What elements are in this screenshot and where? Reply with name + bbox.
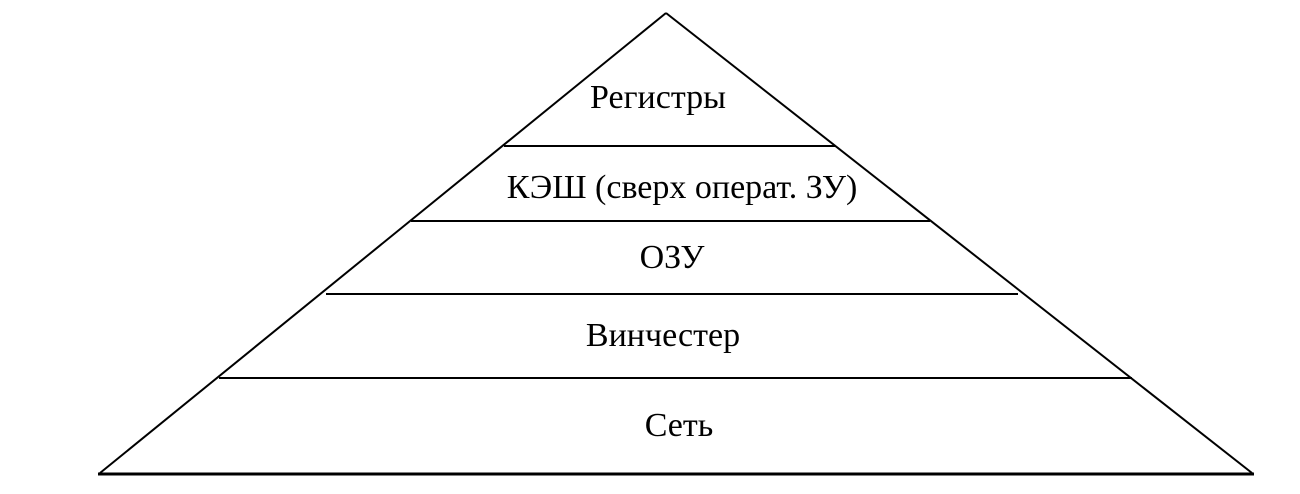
level-cache-label: КЭШ (сверх операт. ЗУ) xyxy=(507,169,858,206)
level-hdd-label: Винчестер xyxy=(586,317,740,354)
level-network-label: Сеть xyxy=(645,407,714,444)
pyramid-left-edge xyxy=(99,12,667,474)
pyramid-right-edge xyxy=(665,12,1253,474)
level-registers-label: Регистры xyxy=(590,79,726,116)
level-ram-label: ОЗУ xyxy=(640,239,706,276)
